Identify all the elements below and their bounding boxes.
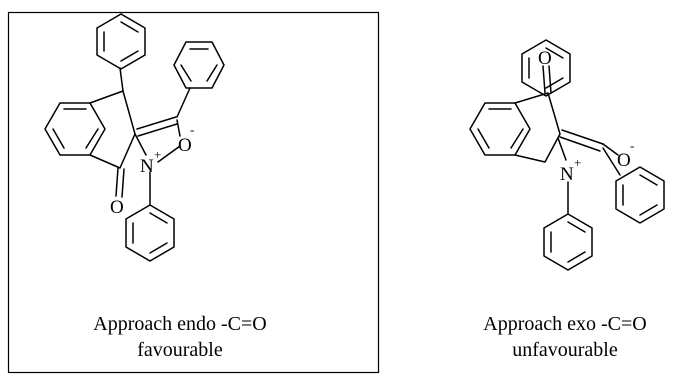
- benzo-ring: [469, 102, 531, 156]
- n-phenyl-ring: [543, 213, 593, 271]
- carbonyl-bond: [542, 65, 552, 94]
- panel-endo: O N + O - Approach endo -C=O favourable: [7, 11, 380, 374]
- top-phenyl-ring: [96, 13, 146, 70]
- benzylidene-phenyl-ring: [173, 41, 225, 89]
- panel-exo: O N + O - Approach exo -C=O unfavourable: [469, 39, 665, 361]
- cn-bond: [557, 137, 567, 161]
- co-bond: [176, 119, 181, 137]
- co-bond: [602, 143, 619, 156]
- caption-exo-line1: Approach exo -C=O: [483, 313, 646, 335]
- panel-endo-frame: [7, 11, 380, 374]
- top-phenyl-link: [119, 67, 124, 92]
- caption-exo-line2: unfavourable: [512, 339, 618, 361]
- endo-nitrogen: N: [140, 156, 154, 177]
- benzylidene-phenyl-link: [176, 87, 191, 118]
- carbonyl-bond: [115, 167, 125, 198]
- top-phenyl-ring: [521, 39, 571, 97]
- endo-carbonyl-oxygen: O: [110, 197, 124, 218]
- molecule-exo: O N + O -: [469, 39, 665, 271]
- benzo-ring: [44, 102, 106, 156]
- endo-oxide-charge: -: [190, 122, 194, 137]
- exo-oxide-oxygen: O: [617, 150, 631, 171]
- n-phenyl-ring: [125, 204, 175, 262]
- exo-oxide-charge: -: [630, 138, 634, 153]
- caption-endo-line2: favourable: [137, 339, 223, 361]
- benzylidene-double-bond: [136, 116, 178, 137]
- caption-endo-line1: Approach endo -C=O: [93, 313, 266, 335]
- no-bond: [157, 145, 181, 163]
- molecule-endo: O N + O -: [44, 13, 225, 262]
- indanone-ring: [514, 92, 561, 163]
- endo-nitrogen-charge: +: [154, 147, 161, 162]
- benzylidene-phenyl-ring: [615, 166, 665, 224]
- benzylidene-double-bond: [559, 129, 604, 152]
- exo-nitrogen-charge: +: [574, 155, 581, 170]
- exo-nitrogen: N: [560, 164, 574, 185]
- benzylidene-phenyl-link: [602, 147, 621, 176]
- exo-carbonyl-oxygen: O: [538, 48, 552, 69]
- cn-bond: [134, 133, 147, 156]
- endo-oxide-oxygen: O: [178, 135, 192, 156]
- indanone-ring: [89, 90, 136, 169]
